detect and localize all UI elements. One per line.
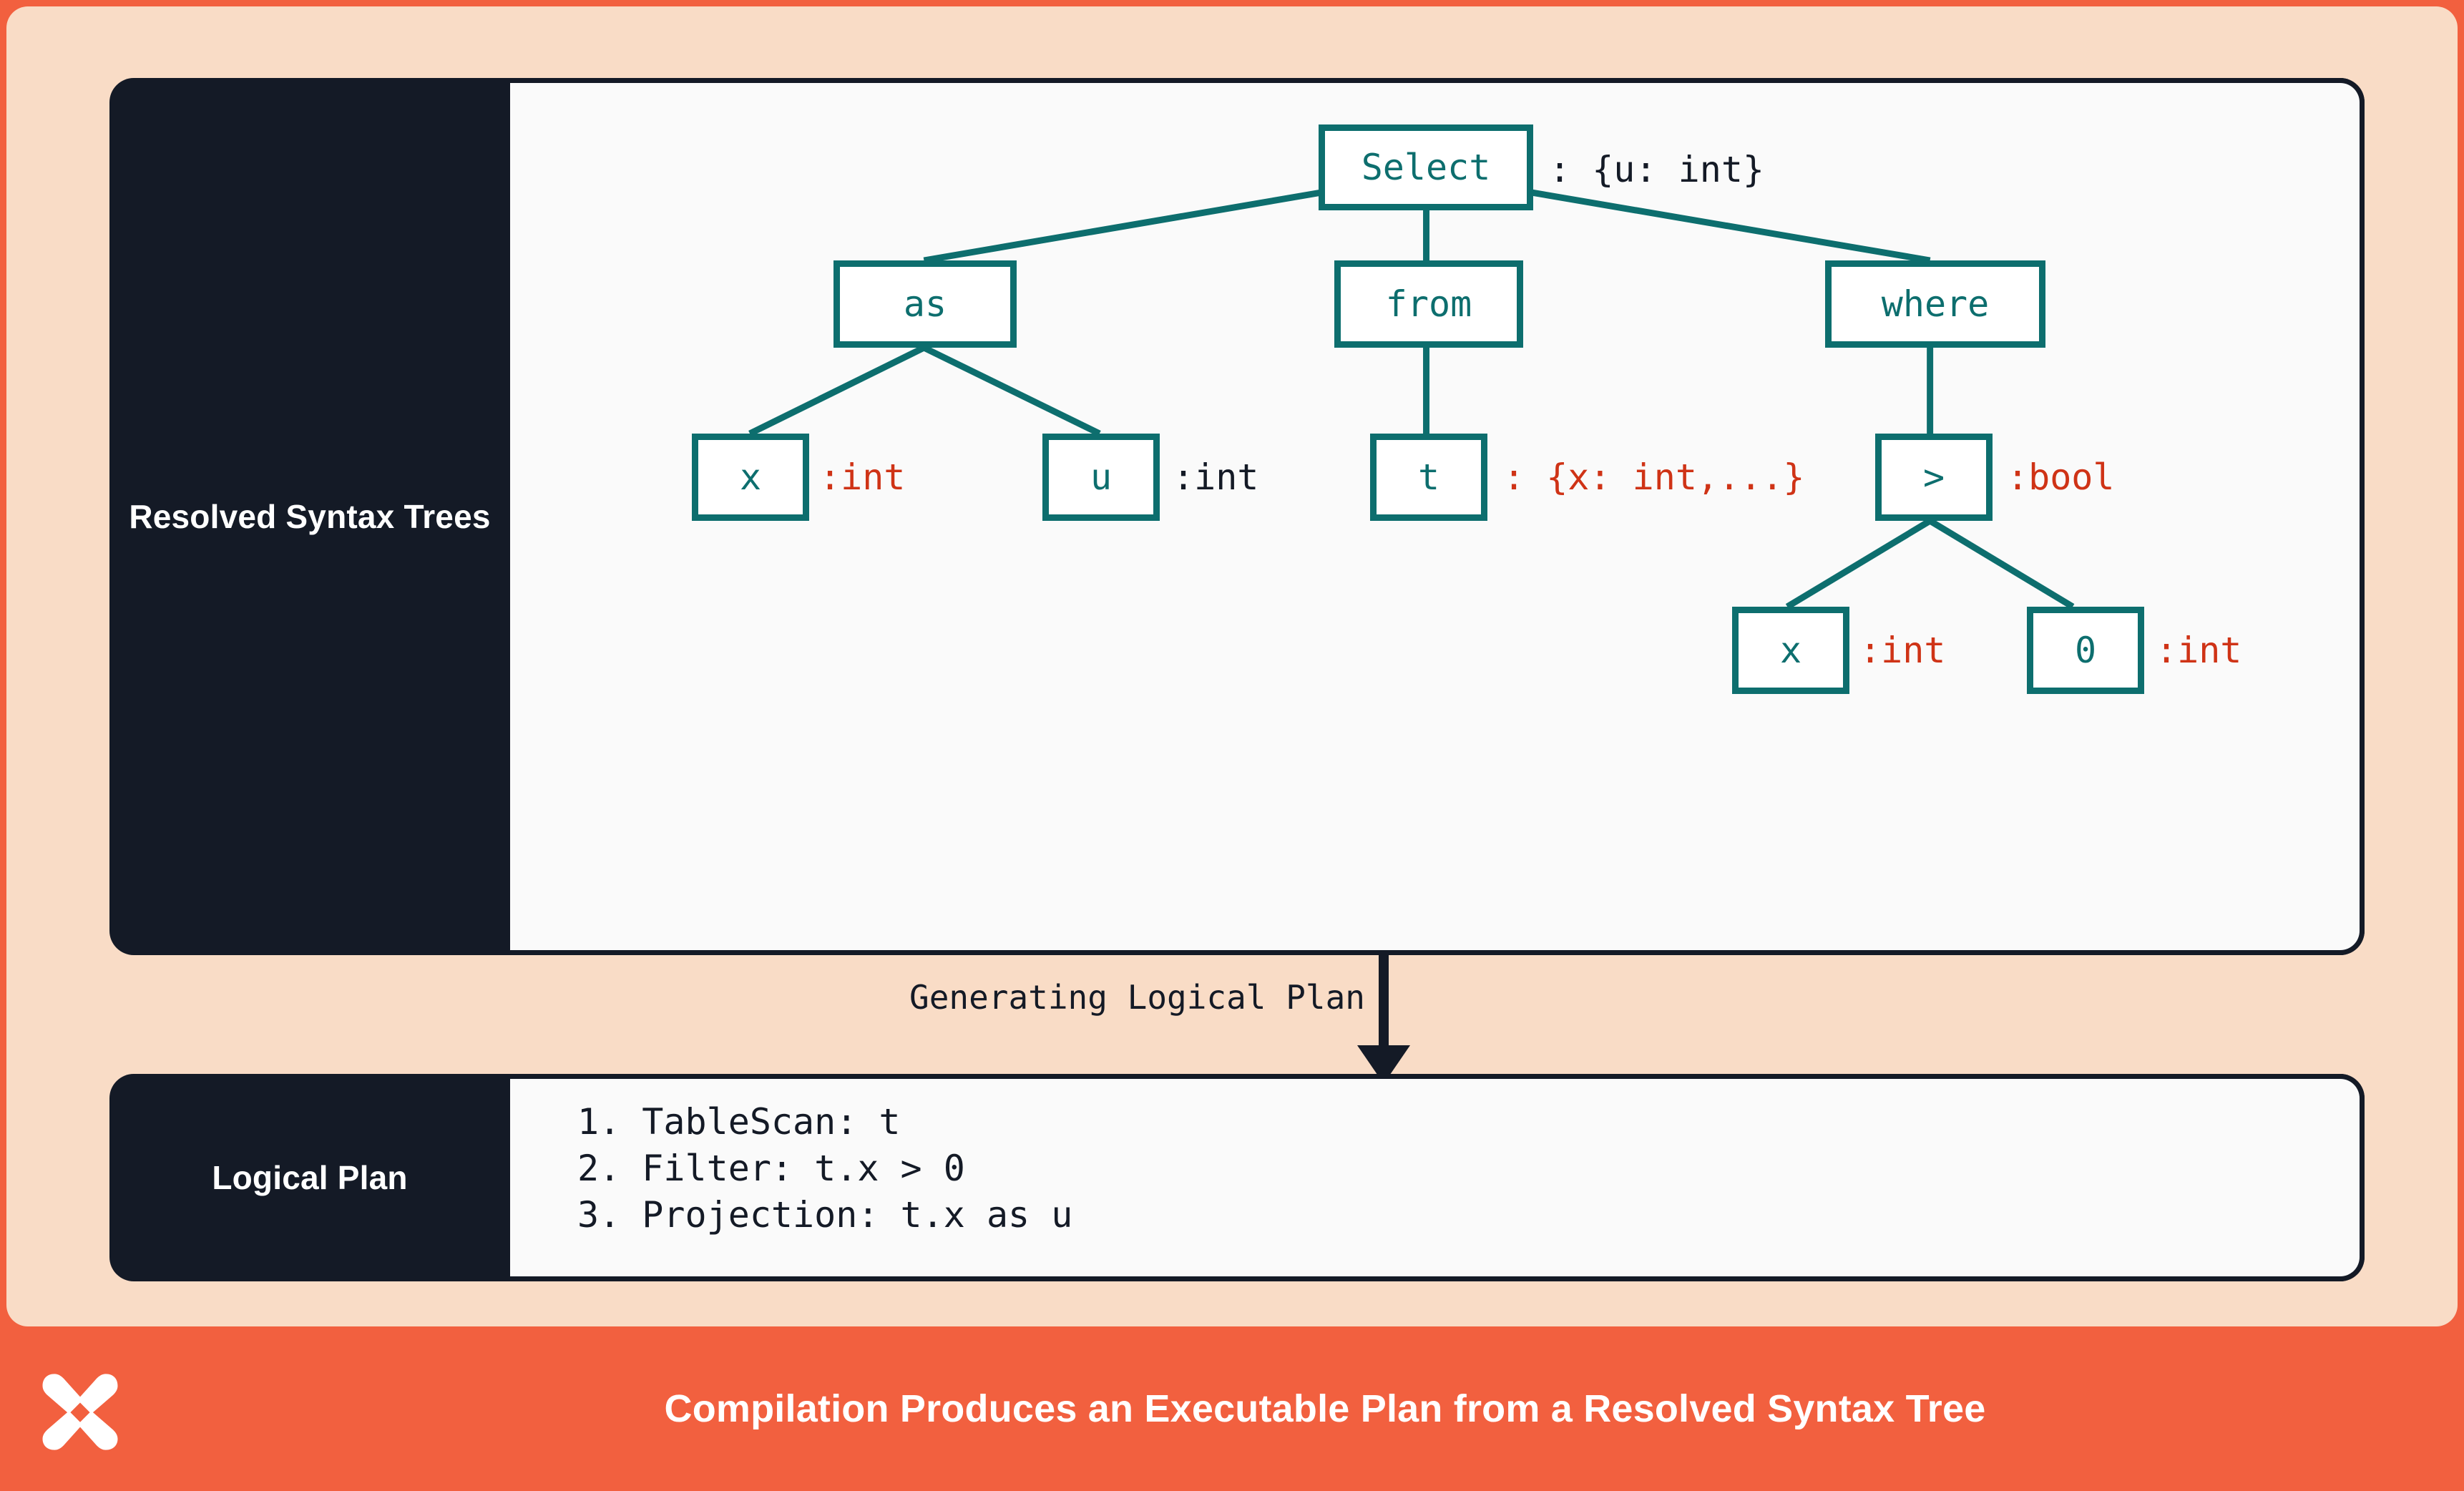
tree-node-label: > (1922, 456, 1945, 498)
tree-node-select[interactable]: Select (1319, 124, 1533, 210)
tree-node-label: Select (1361, 147, 1491, 188)
edge-as-u (922, 344, 1101, 437)
tree-annotation-gt-zero: :int (2156, 630, 2242, 671)
resolved-syntax-trees-panel: Resolved Syntax Trees (109, 78, 2365, 955)
tree-annotation-as-x: :int (819, 456, 906, 498)
tree-node-label: u (1090, 456, 1113, 498)
connector-label: Generating Logical Plan (909, 978, 1365, 1017)
tree-node-label: where (1881, 283, 1990, 325)
tree-annotation-select: : {u: int} (1549, 149, 1765, 190)
logical-plan-steps: 1. TableScan: t 2. Filter: t.x > 0 3. Pr… (510, 1074, 2365, 1281)
tree-node-as[interactable]: as (833, 260, 1017, 348)
tree-node-label: x (739, 456, 762, 498)
footer-title: Compilation Produces an Executable Plan … (664, 1387, 1986, 1430)
tree-node-label: 0 (2074, 630, 2097, 671)
logical-plan-panel: Logical Plan 1. TableScan: t 2. Filter: … (109, 1074, 2365, 1281)
tree-node-where[interactable]: where (1825, 260, 2045, 348)
tree-node-label: t (1417, 456, 1440, 498)
tree-node-label: as (903, 283, 947, 325)
logical-plan-step: 3. Projection: t.x as u (577, 1194, 1073, 1236)
tree-node-gt-zero[interactable]: 0 (2027, 607, 2144, 694)
logical-plan-step: 2. Filter: t.x > 0 (577, 1148, 965, 1189)
poster-canvas: Resolved Syntax Trees (6, 6, 2458, 1326)
edge-gt-x (1785, 518, 1932, 610)
tree-annotation-as-u: :int (1173, 456, 1259, 498)
tree-node-label: from (1385, 283, 1472, 325)
tree-node-gt-x[interactable]: x (1732, 607, 1849, 694)
tree-node-from-t[interactable]: t (1370, 434, 1487, 521)
syntax-tree-diagram: Select : {u: int} as from where x :int (510, 78, 2365, 955)
tree-node-from[interactable]: from (1334, 260, 1523, 348)
logical-plan-label: Logical Plan (212, 1158, 408, 1196)
tree-node-as-x[interactable]: x (692, 434, 809, 521)
resolved-syntax-trees-label: Resolved Syntax Trees (129, 497, 491, 535)
footer-bar: Compilation Produces an Executable Plan … (0, 1326, 2464, 1491)
x-mark-logo-icon (34, 1363, 126, 1455)
connector-line (1379, 955, 1389, 1070)
tree-annotation-gt-x: :int (1859, 630, 1946, 671)
tree-annotation-from-t: : {x: int,...} (1503, 456, 1805, 498)
logical-plan-step: 1. TableScan: t (577, 1101, 901, 1143)
tree-node-label: x (1779, 630, 1802, 671)
tree-node-greater-than[interactable]: > (1875, 434, 1993, 521)
tree-annotation-greater-than: :bool (2007, 456, 2115, 498)
edge-as-x (748, 344, 926, 437)
tree-node-as-u[interactable]: u (1042, 434, 1160, 521)
edge-gt-0 (1928, 518, 2075, 610)
